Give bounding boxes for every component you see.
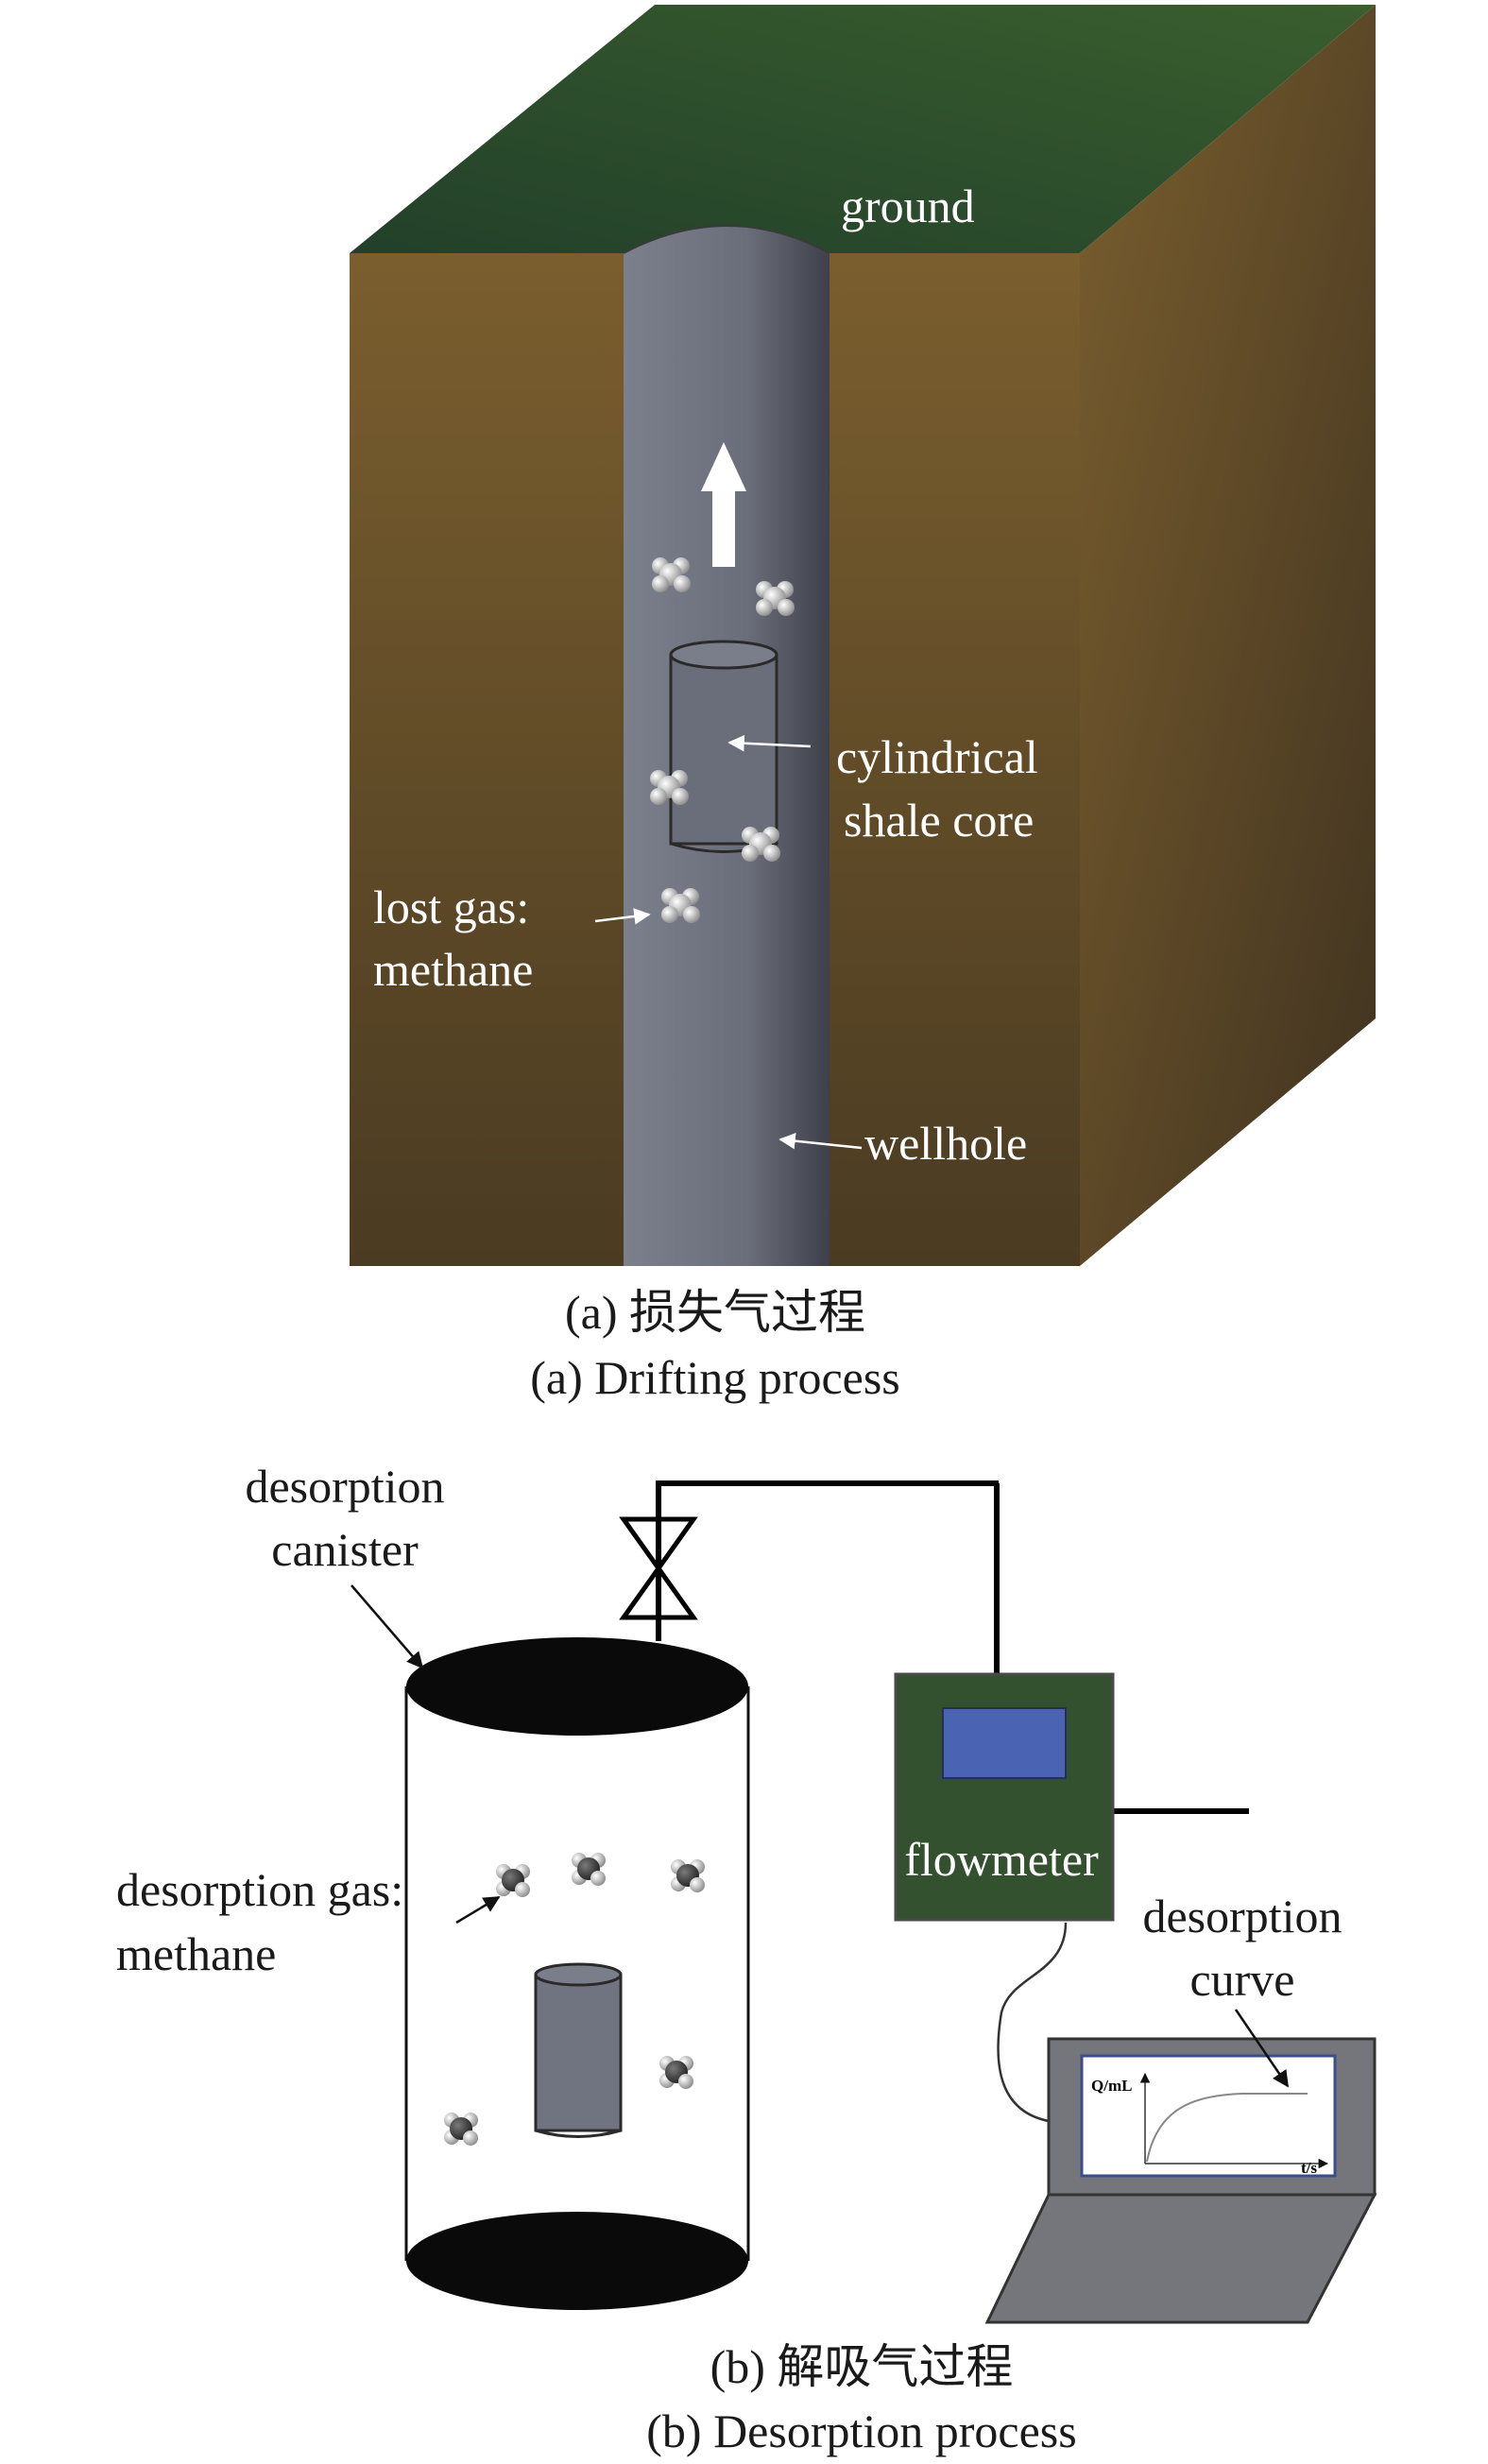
cylindrical-shale-core xyxy=(669,640,778,853)
core-pointer-arrow xyxy=(727,734,812,752)
lost-gas-pointer-arrow xyxy=(594,908,651,925)
wellhole-top-edge xyxy=(623,225,830,254)
laptop-keyboard xyxy=(984,2193,1377,2324)
methane-molecule-icon xyxy=(496,1864,530,1897)
canister-label-line2: canister xyxy=(271,1523,419,1576)
methane-molecule-icon xyxy=(671,1859,705,1892)
curve-label-line2: curve xyxy=(1189,1953,1294,2006)
wellhole-pointer-arrow xyxy=(778,1132,863,1150)
wellhole-label: wellhole xyxy=(864,1117,1027,1170)
up-arrow-icon xyxy=(701,442,746,567)
ground-surface xyxy=(350,5,1376,253)
laptop: Q/mL t/s xyxy=(984,2037,1377,2324)
canister-label-line1: desorption xyxy=(245,1460,444,1513)
data-cable xyxy=(997,1922,1068,2123)
core-label-line1: cylindrical xyxy=(836,730,1038,783)
ground-label: ground xyxy=(841,180,975,232)
panel-b-desorption: flowmeter Q/mL t/s desorption canister d… xyxy=(116,1460,1377,2457)
caption-a-en: (a) Drifting process xyxy=(530,1351,900,1404)
gas-label-line2: methane xyxy=(116,1927,276,1980)
laptop-screen xyxy=(1080,2054,1337,2178)
gas-pointer-arrow xyxy=(455,1895,501,1925)
methane-molecule-icon xyxy=(444,2113,478,2146)
desorption-curve-plot: Q/mL t/s xyxy=(1091,2072,1329,2177)
curve-label-line1: desorption xyxy=(1142,1890,1342,1942)
flowmeter-label: flowmeter xyxy=(904,1833,1099,1886)
soil-side-face xyxy=(1080,5,1376,1266)
gas-label-line1: desorption gas: xyxy=(116,1863,403,1916)
flowmeter: flowmeter xyxy=(894,1672,1115,1922)
lost-gas-label-line1: lost gas: xyxy=(373,881,529,933)
core-label-line2: shale core xyxy=(844,794,1034,847)
desorption-curve xyxy=(1146,2093,1308,2163)
curve-pointer-arrow xyxy=(1234,2009,1290,2088)
shale-core-sample xyxy=(534,1962,623,2138)
valve-icon xyxy=(619,1516,698,1620)
desorption-canister xyxy=(404,1637,750,2310)
flowmeter-display xyxy=(942,1707,1067,1779)
caption-a-cn: (a) 损失气过程 xyxy=(565,1286,865,1339)
caption-b-en: (b) Desorption process xyxy=(646,2404,1076,2457)
methane-molecule-icon xyxy=(572,1853,606,1886)
screen-y-axis-label: Q/mL xyxy=(1091,2077,1132,2095)
caption-b-cn: (b) 解吸气过程 xyxy=(710,2340,1014,2393)
screen-x-axis-label: t/s xyxy=(1301,2159,1317,2177)
methane-molecule-icon xyxy=(659,2056,693,2089)
lost-gas-label-line2: methane xyxy=(373,943,533,996)
canister-pointer-arrow xyxy=(351,1584,424,1669)
panel-a-drifting: ground cylindrical shale core lost gas: … xyxy=(350,5,1376,1404)
